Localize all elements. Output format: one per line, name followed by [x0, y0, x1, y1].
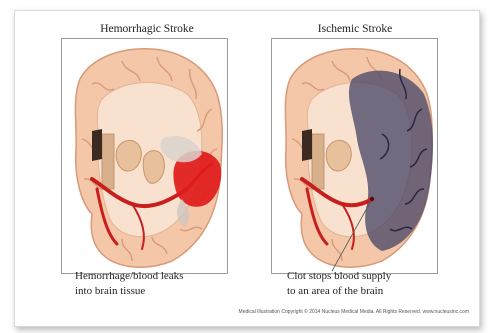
ventricle	[102, 134, 114, 189]
ischemic-title: Ischemic Stroke	[265, 23, 445, 35]
ischemic-panel	[271, 38, 438, 274]
thalamus	[326, 140, 351, 171]
hemorrhagic-caption-line-1: Hemorrhage/blood leaks	[75, 269, 275, 284]
stroke-illustration-card: Hemorrhagic Stroke	[14, 10, 480, 327]
thalamus	[116, 140, 141, 171]
ischemic-brain-illustration	[272, 39, 437, 273]
ischemic-caption: Clot stops blood supply to an area of th…	[287, 269, 487, 299]
hemorrhagic-caption: Hemorrhage/blood leaks into brain tissue	[75, 269, 275, 299]
hemorrhagic-title: Hemorrhagic Stroke	[57, 23, 237, 35]
hemorrhagic-panel	[61, 38, 228, 274]
ventricle-slit	[302, 129, 312, 161]
ventricle-slit	[92, 129, 102, 161]
copyright-notice: Medical Illustration Copyright © 2014 Nu…	[25, 309, 469, 315]
hemorrhagic-brain-illustration	[62, 39, 227, 273]
ventricle	[312, 134, 324, 189]
ischemic-caption-line-2: to an area of the brain	[287, 284, 487, 299]
hemorrhagic-caption-line-2: into brain tissue	[75, 284, 275, 299]
clot	[370, 197, 374, 201]
ischemic-caption-line-1: Clot stops blood supply	[287, 269, 487, 284]
